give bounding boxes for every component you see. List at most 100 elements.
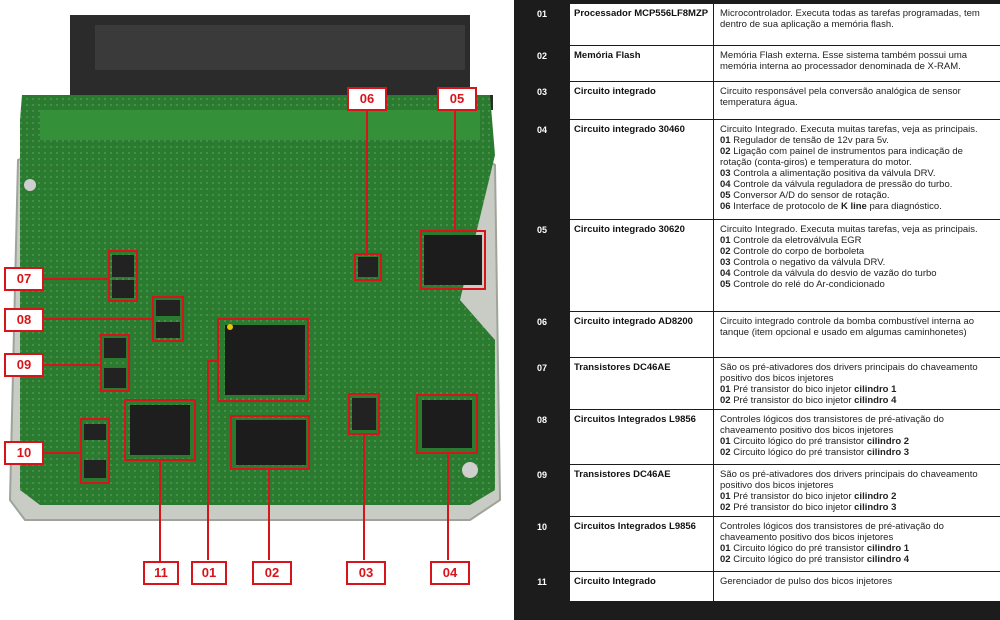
item-number: 01 xyxy=(720,491,731,502)
highlight-05 xyxy=(420,230,486,290)
description-text: para diagnóstico. xyxy=(866,201,942,212)
description-text: Circuito responsável pela conversão anal… xyxy=(720,86,961,108)
description-text: Pré transistor do bico injetor xyxy=(730,384,855,395)
description-text: Circuito integrado controle da bomba com… xyxy=(720,316,975,338)
description-text: Circuito lógico do pré transistor xyxy=(730,554,867,565)
description-line: Circuito responsável pela conversão anal… xyxy=(720,86,994,108)
description-text: Circuito lógico do pré transistor xyxy=(730,447,867,458)
ecu-board-figure: 11 01 02 03 04 06 05 07 08 09 10 xyxy=(4,15,502,585)
highlight-01 xyxy=(217,318,309,402)
description-text: Controle da válvula reguladora de pressã… xyxy=(730,179,953,190)
description-text: São os pré-ativadores dos drivers princi… xyxy=(720,362,978,384)
description-line: São os pré-ativadores dos drivers princi… xyxy=(720,362,994,384)
description-line: 02 Controle do corpo de borboleta xyxy=(720,246,994,257)
description-text: Interface de protocolo de xyxy=(730,201,841,212)
description-line: Circuito Integrado. Executa muitas taref… xyxy=(720,124,994,135)
component-description: São os pré-ativadores dos drivers princi… xyxy=(715,358,1000,409)
description-line: 01 Pré transistor do bico injetor cilind… xyxy=(720,491,994,502)
description-line: 02 Circuito lógico do pré transistor cil… xyxy=(720,447,994,458)
description-line: São os pré-ativadores dos drivers princi… xyxy=(720,469,994,491)
component-name: Circuito integrado 30460 xyxy=(570,120,714,219)
description-line: 02 Pré transistor do bico injetor cilind… xyxy=(720,502,994,513)
component-description: Gerenciador de pulso dos bicos injetores xyxy=(715,572,1000,601)
row-number: 05 xyxy=(514,220,570,311)
description-text: Circuito Integrado. Executa muitas taref… xyxy=(720,124,978,135)
callout-06: 06 xyxy=(347,87,387,111)
row-number: 09 xyxy=(514,465,570,516)
component-description: Microcontrolador. Executa todas as taref… xyxy=(715,4,1000,45)
row-number: 07 xyxy=(514,358,570,409)
description-line: 01 Controle da eletroválvula EGR xyxy=(720,235,994,246)
highlight-04 xyxy=(416,394,478,454)
item-number: 01 xyxy=(720,543,731,554)
callout-05: 05 xyxy=(437,87,477,111)
row-number: 02 xyxy=(514,46,570,81)
description-line: Controles lógicos dos transistores de pr… xyxy=(720,521,994,543)
item-number: 02 xyxy=(720,502,731,513)
component-name: Transistores DC46AE xyxy=(570,465,714,516)
item-number: 03 xyxy=(720,257,731,268)
item-number: 01 xyxy=(720,135,731,146)
highlight-08 xyxy=(152,296,184,342)
emphasis-text: cilindro 2 xyxy=(866,436,910,447)
description-text: Pré transistor do bico injetor xyxy=(730,502,855,513)
component-table: 01 Processador MCP556LF8MZP Microcontrolad… xyxy=(514,0,1000,620)
emphasis-text: cilindro 3 xyxy=(866,447,910,458)
item-number: 02 xyxy=(720,146,731,157)
component-name: Processador MCP556LF8MZP xyxy=(570,4,714,45)
description-text: Circuito lógico do pré transistor xyxy=(730,436,867,447)
component-name: Memória Flash xyxy=(570,46,714,81)
highlight-06 xyxy=(354,253,382,281)
emphasis-text: cilindro 4 xyxy=(854,395,897,406)
description-text: Controles lógicos dos transistores de pr… xyxy=(720,521,944,543)
description-line: 02 Ligação com painel de instrumentos pa… xyxy=(720,146,994,168)
callout-03: 03 xyxy=(346,561,386,585)
component-name: Circuito integrado 30620 xyxy=(570,220,714,311)
description-text: Controle do relé do Ar-condicionado xyxy=(730,279,885,290)
ecu-board-illustration xyxy=(8,15,502,521)
item-number: 01 xyxy=(720,384,731,395)
item-number: 03 xyxy=(720,168,731,179)
description-text: Microcontrolador. Executa todas as taref… xyxy=(720,8,980,30)
description-line: 05 Controle do relé do Ar-condicionado xyxy=(720,279,994,290)
callout-04: 04 xyxy=(430,561,470,585)
description-line: 04 Controle da válvula reguladora de pre… xyxy=(720,179,994,190)
highlight-03 xyxy=(348,393,380,435)
row-number: 11 xyxy=(514,572,570,601)
component-description: Circuito responsável pela conversão anal… xyxy=(715,82,1000,119)
component-description: Controles lógicos dos transistores de pr… xyxy=(715,410,1000,464)
item-number: 05 xyxy=(720,190,731,201)
description-line: 02 Pré transistor do bico injetor cilind… xyxy=(720,395,994,406)
highlight-09 xyxy=(100,334,130,392)
description-line: 04 Controle da válvula do desvio de vazã… xyxy=(720,268,994,279)
item-number: 02 xyxy=(720,554,731,565)
item-number: 01 xyxy=(720,436,731,447)
component-description: Controles lógicos dos transistores de pr… xyxy=(715,517,1000,571)
component-description: Circuito Integrado. Executa muitas taref… xyxy=(715,120,1000,219)
description-text: Controla a alimentação positiva da válvu… xyxy=(730,168,936,179)
callout-02: 02 xyxy=(252,561,292,585)
description-text: São os pré-ativadores dos drivers princi… xyxy=(720,469,978,491)
description-line: 06 Interface de protocolo de K line para… xyxy=(720,201,994,212)
description-text: Conversor A/D do sensor de rotação. xyxy=(730,190,890,201)
callout-09: 09 xyxy=(4,353,44,377)
emphasis-text: cilindro 3 xyxy=(854,502,897,513)
component-name: Circuito Integrado xyxy=(570,572,714,601)
description-text: Controla o negativo da válvula DRV. xyxy=(730,257,886,268)
description-text: Controle do corpo de borboleta xyxy=(730,246,865,257)
description-text: Regulador de tensão de 12v para 5v. xyxy=(730,135,889,146)
description-line: 03 Controla a alimentação positiva da vá… xyxy=(720,168,994,179)
component-name: Transistores DC46AE xyxy=(570,358,714,409)
emphasis-text: cilindro 4 xyxy=(866,554,910,565)
description-line: Circuito Integrado. Executa muitas taref… xyxy=(720,224,994,235)
item-number: 05 xyxy=(720,279,731,290)
description-line: Controles lógicos dos transistores de pr… xyxy=(720,414,994,436)
